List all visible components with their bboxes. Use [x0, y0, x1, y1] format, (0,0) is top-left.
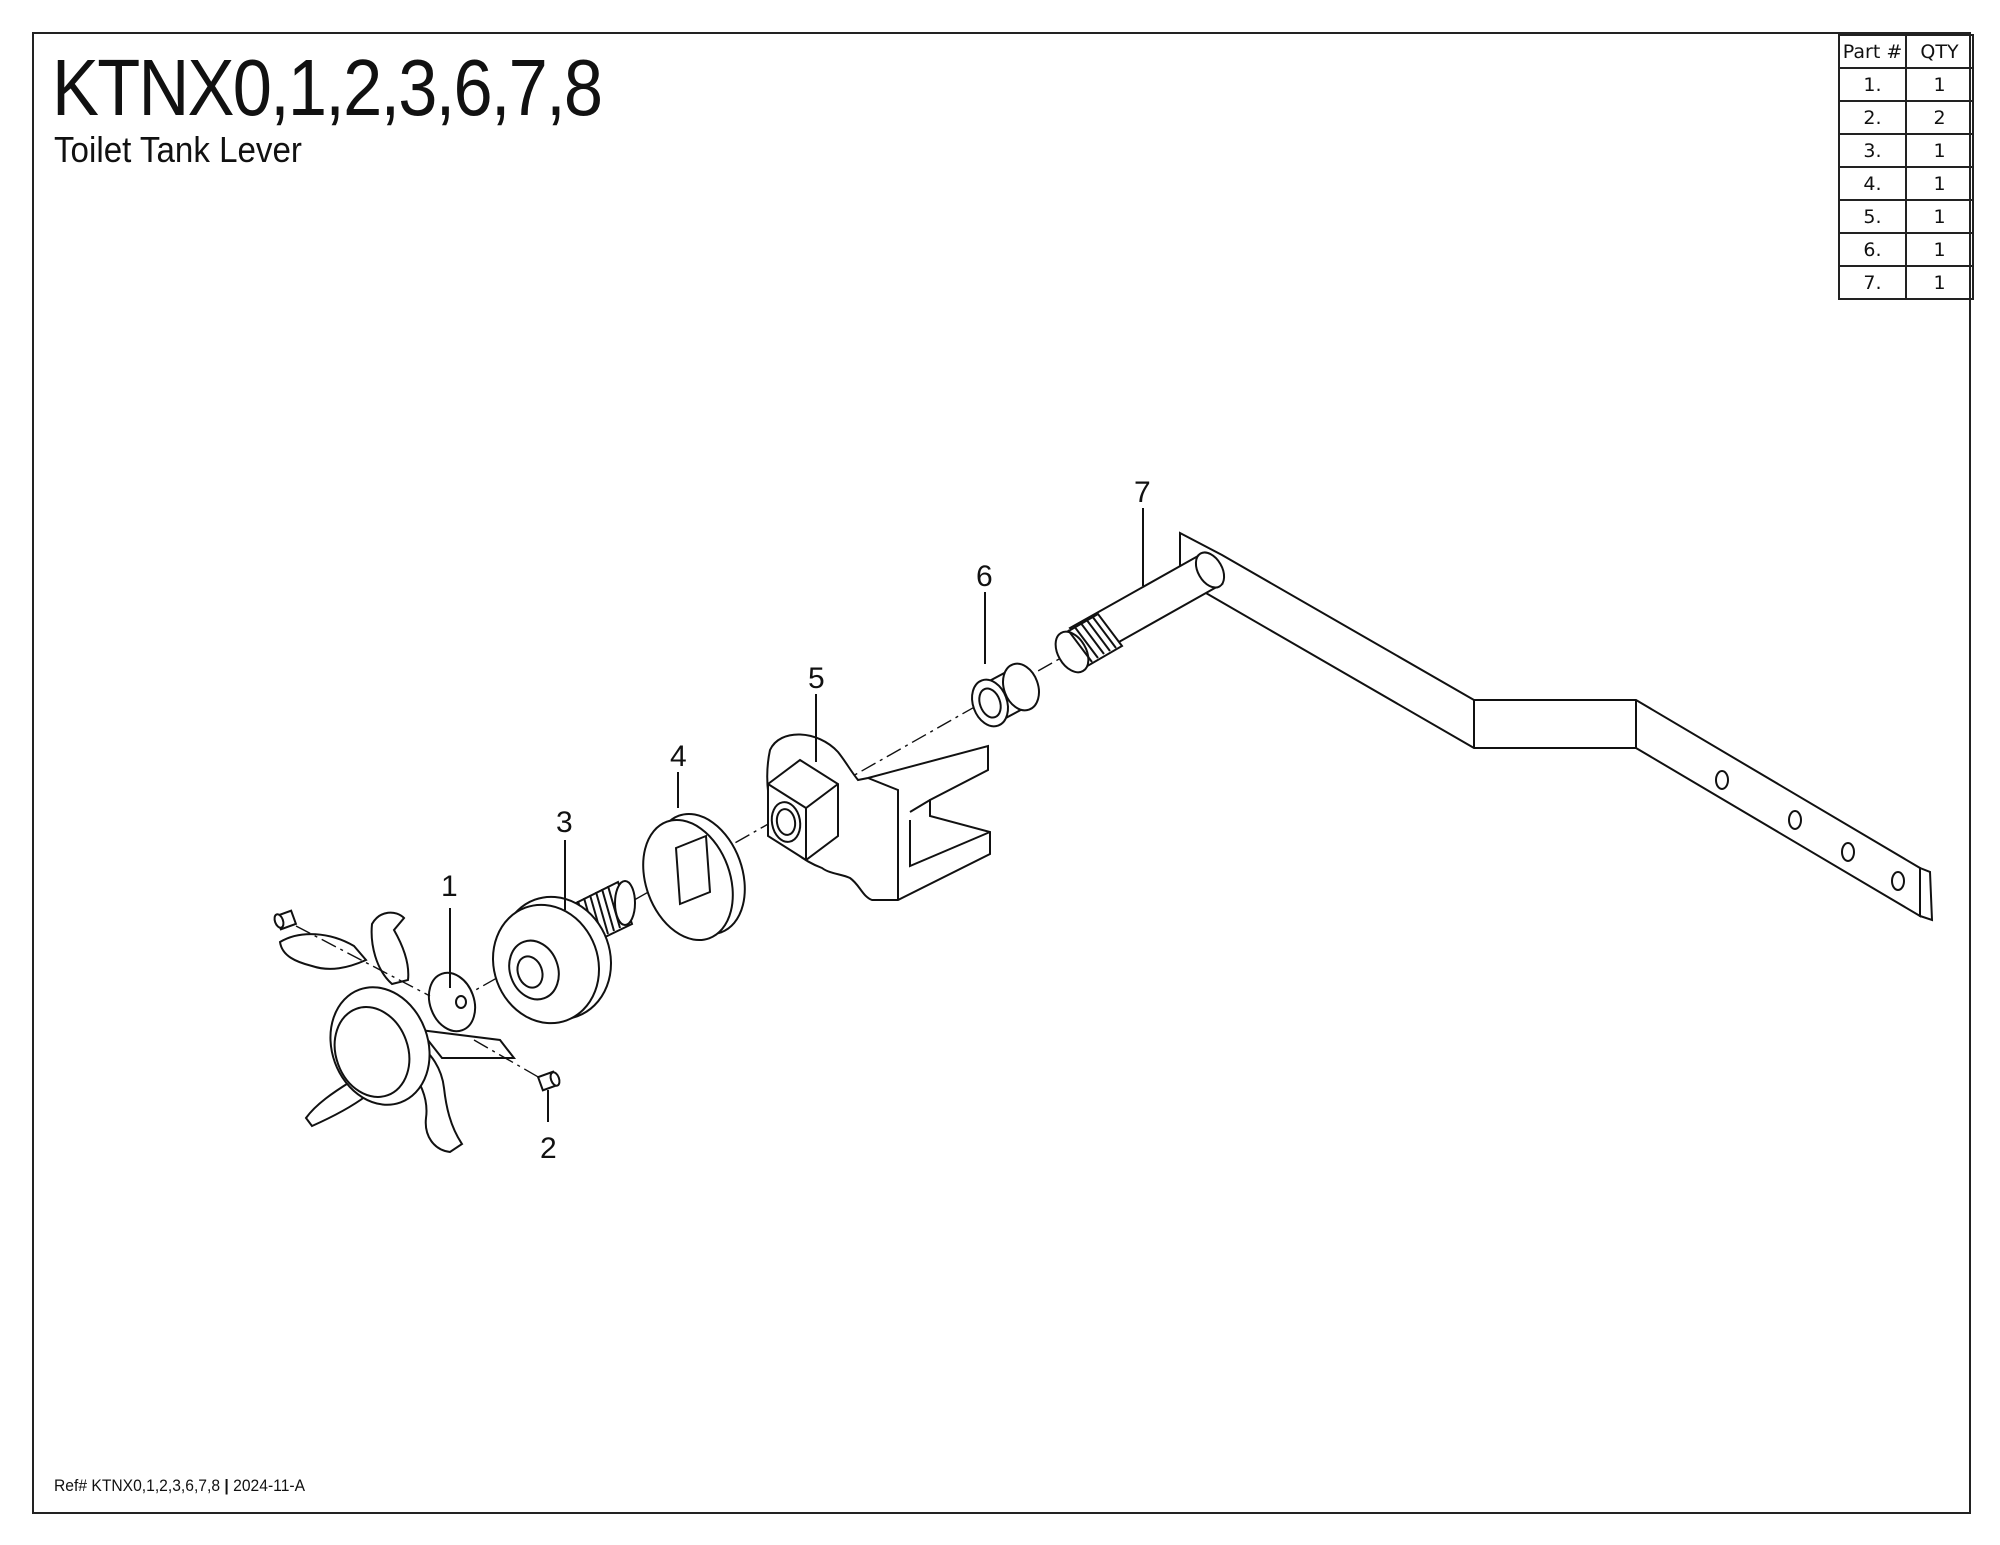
splined-end: [1054, 612, 1124, 674]
table-row: 5.1: [1838, 199, 1974, 234]
callout-1: 1: [441, 870, 458, 903]
qty-header: QTY: [1905, 34, 1974, 69]
qty-cell: 2: [1905, 100, 1974, 135]
square-hole: [674, 834, 712, 906]
table-row: 3.1: [1838, 133, 1974, 168]
callout-7: 7: [1134, 476, 1151, 509]
part-number-cell: 6.: [1838, 232, 1907, 267]
screw-centerline: [295, 925, 431, 997]
table-row: 7.1: [1838, 265, 1974, 300]
part-number-cell: 7.: [1838, 265, 1907, 300]
table-row: 1.1: [1838, 67, 1974, 102]
part-number-cell: 1.: [1838, 67, 1907, 102]
qty-cell: 1: [1905, 166, 1974, 201]
ref-separator: |: [224, 1476, 229, 1495]
reference-footer: Ref# KTNX0,1,2,3,6,7,8 | 2024-11-A: [54, 1476, 305, 1496]
drawing-border: [32, 32, 1971, 1514]
part-number-cell: 3.: [1838, 133, 1907, 168]
callout-2: 2: [540, 1132, 557, 1165]
part-number-cell: 4.: [1838, 166, 1907, 201]
cross-handle-part: [278, 911, 517, 1154]
washer-part: [642, 812, 746, 942]
ref-revision: 2024-11-A: [233, 1476, 306, 1495]
qty-cell: 1: [1905, 67, 1974, 102]
set-screw-part: [273, 909, 561, 1092]
part-number-header: Part #: [1838, 34, 1907, 69]
trip-arm-part: [1054, 531, 1934, 922]
arm-hole: [1891, 871, 1905, 891]
part-number-cell: 5.: [1838, 199, 1907, 234]
page-title: KTNX0,1,2,3,6,7,8: [52, 43, 603, 132]
handle-arm: [278, 933, 368, 970]
threaded-spud-part: [492, 880, 636, 1025]
qty-cell: 1: [1905, 232, 1974, 267]
callout-6: 6: [976, 560, 993, 593]
qty-cell: 1: [1905, 265, 1974, 300]
handle-arm: [370, 911, 410, 986]
qty-cell: 1: [1905, 199, 1974, 234]
trip-arm-body: [1179, 531, 1921, 918]
arm-hole: [1788, 810, 1802, 830]
arm-hole: [1715, 770, 1729, 790]
callout-4: 4: [670, 740, 687, 773]
screw-centerline: [473, 1039, 541, 1079]
table-row: 6.1: [1838, 232, 1974, 267]
leader-lines: [449, 508, 1144, 1122]
parts-table-header-row: Part # QTY: [1838, 34, 1974, 69]
bracket-part: [766, 733, 991, 901]
ref-label: Ref# KTNX0,1,2,3,6,7,8: [54, 1476, 221, 1495]
handle-arm: [304, 1080, 368, 1128]
handle-arm: [417, 1028, 517, 1059]
table-row: 4.1: [1838, 166, 1974, 201]
callout-5: 5: [808, 662, 825, 695]
parts-table: Part # QTY 1.1 2.2 3.1 4.1 5.1 6.1 7.1: [1838, 34, 1974, 300]
callout-3: 3: [556, 806, 573, 839]
part-number-cell: 2.: [1838, 100, 1907, 135]
page-subtitle: Toilet Tank Lever: [54, 129, 302, 170]
arm-hole: [1841, 842, 1855, 862]
bushing-part: [971, 662, 1040, 728]
table-row: 2.2: [1838, 100, 1974, 135]
qty-cell: 1: [1905, 133, 1974, 168]
